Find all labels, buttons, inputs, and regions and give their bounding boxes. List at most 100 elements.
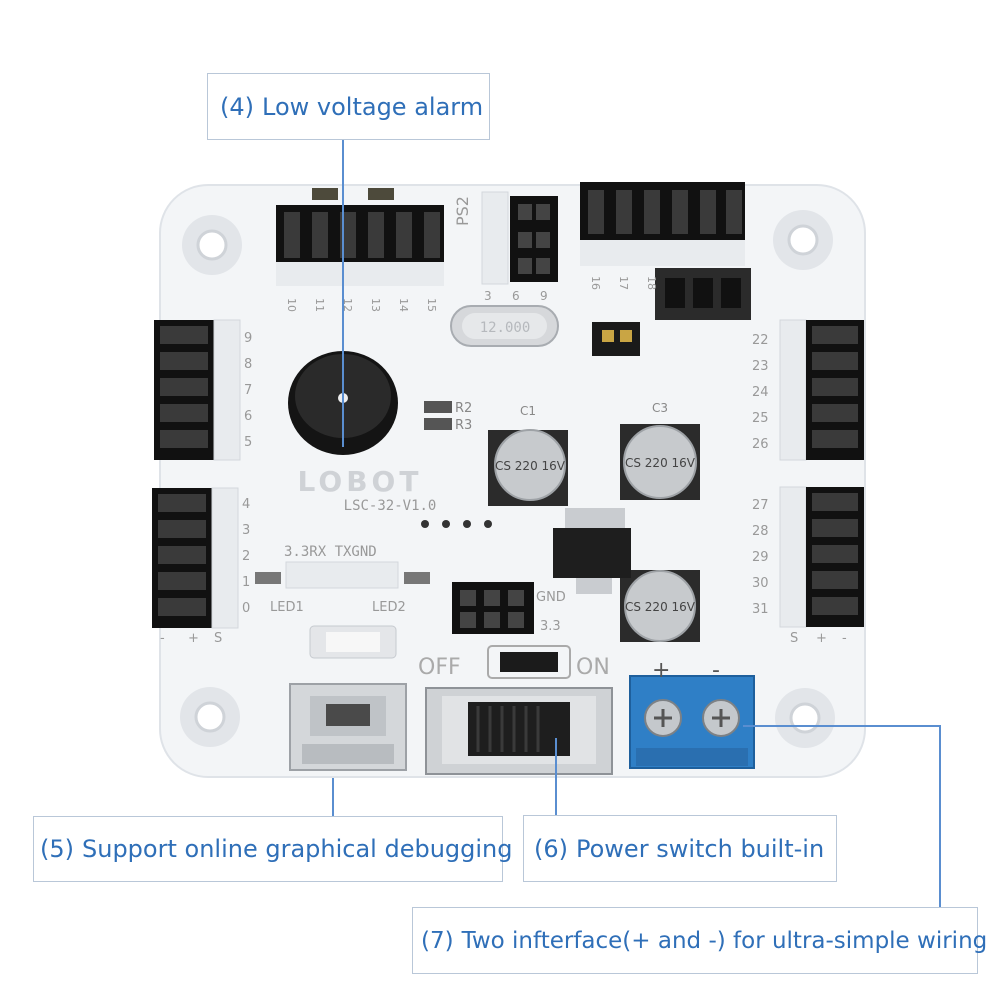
v33-label: 3.3 [540,619,561,634]
serial-header [285,561,399,589]
ch-23: 23 [752,359,769,374]
callout-text: Power switch built-in [576,834,825,863]
label-c1: C1 [520,404,536,418]
left-plus: + [188,631,199,646]
test-pads [421,520,492,528]
led2 [404,572,430,584]
cap-c3-text: CS 220 16V [625,456,696,470]
header-top-right [580,182,751,320]
left-minus: - [160,631,165,646]
right-minus: - [842,631,847,646]
capacitor-c1 [488,429,568,506]
ch-11: 11 [313,298,326,312]
callout-text: Two infterface(+ and -) for ultra-simple… [461,927,988,954]
ch-14: 14 [397,298,410,312]
header-left-lower [152,487,239,629]
ch-3: 3 [242,523,250,538]
reset-button [309,625,397,659]
led2-label: LED2 [372,600,406,615]
ps2-pin-6: 6 [512,289,520,303]
terminal-minus: - [712,658,720,683]
leader-7 [743,725,941,907]
terminal-block [629,675,755,769]
callout-number: (4) [220,92,254,121]
capacitor-lower [620,570,700,642]
resistor-r3 [424,418,452,430]
ch-9: 9 [244,331,252,346]
ps2-pin-3: 3 [484,289,492,303]
ps2-label: PS2 [453,196,472,226]
jumper-connector [592,322,640,356]
ch-29: 29 [752,550,769,565]
cap-lower-text: CS 220 16V [625,600,696,614]
ch-17: 17 [617,276,630,290]
ch-26: 26 [752,437,769,452]
ch-10: 10 [285,298,298,312]
ch-0: 0 [242,601,250,616]
crystal-label: 12.000 [480,320,531,336]
header-right-lower [779,486,864,628]
mounting-hole-tl [182,215,242,275]
ch-16: 16 [589,276,602,290]
header-top-left [276,188,444,286]
ch-18: 18 [645,276,658,290]
callout-number: (6) [534,834,568,863]
ch-15: 15 [425,298,438,312]
right-s: S [790,631,798,646]
header-right-upper [779,319,864,461]
ch-1: 1 [242,575,250,590]
header-left-upper [154,319,241,461]
label-r2: R2 [455,401,472,416]
resistor-r2 [424,401,452,413]
ch-24: 24 [752,385,769,400]
callout-text: Support online graphical debugging [82,835,513,863]
gnd-label: GND [536,590,566,605]
ch-12: 12 [341,298,354,312]
right-plus: + [816,631,827,646]
ch-25: 25 [752,411,769,426]
callout-text: Low voltage alarm [262,92,484,121]
switch-outline [487,645,571,679]
ch-31: 31 [752,602,769,617]
switch-small [500,652,558,672]
label-c3: C3 [652,401,668,415]
ch-28: 28 [752,524,769,539]
capacitor-c3 [620,424,700,500]
on-label: ON [576,655,610,680]
led1-label: LED1 [270,600,304,615]
model-label: LSC-32-V1.0 [344,498,437,514]
callout-power-switch: (6) Power switch built-in [523,815,837,882]
ch-27: 27 [752,498,769,513]
ch-8: 8 [244,357,252,372]
ch-22: 22 [752,333,769,348]
mounting-hole-bl [180,687,240,747]
power-header [452,582,534,634]
label-r3: R3 [455,418,472,433]
mounting-hole-tr [773,210,833,270]
power-slide-switch [425,687,613,775]
led1 [255,572,281,584]
ch-4: 4 [242,497,250,512]
terminal-plus: + [652,658,670,683]
serial-label: 3.3RX TXGND [284,544,377,560]
ps2-pin-9: 9 [540,289,548,303]
callout-number: (7) [421,927,454,954]
callout-graphical-debugging: (5) Support online graphical debugging [33,816,513,882]
callout-two-interface: (7) Two infterface(+ and -) for ultra-si… [412,907,987,974]
ch-6: 6 [244,409,252,424]
lobot-logo: LOBOT [298,465,423,498]
crystal [450,305,559,347]
ch-30: 30 [752,576,769,591]
voltage-regulator [553,508,631,594]
ch-7: 7 [244,383,252,398]
left-s: S [214,631,222,646]
usb-mini-connector [289,683,407,771]
ch-2: 2 [242,549,250,564]
off-label: OFF [418,655,461,680]
mounting-hole-br [775,688,835,748]
cap-c1-text: CS 220 16V [495,459,566,473]
callout-low-voltage-alarm: (4) Low voltage alarm [207,73,490,140]
callout-number: (5) [40,835,74,863]
